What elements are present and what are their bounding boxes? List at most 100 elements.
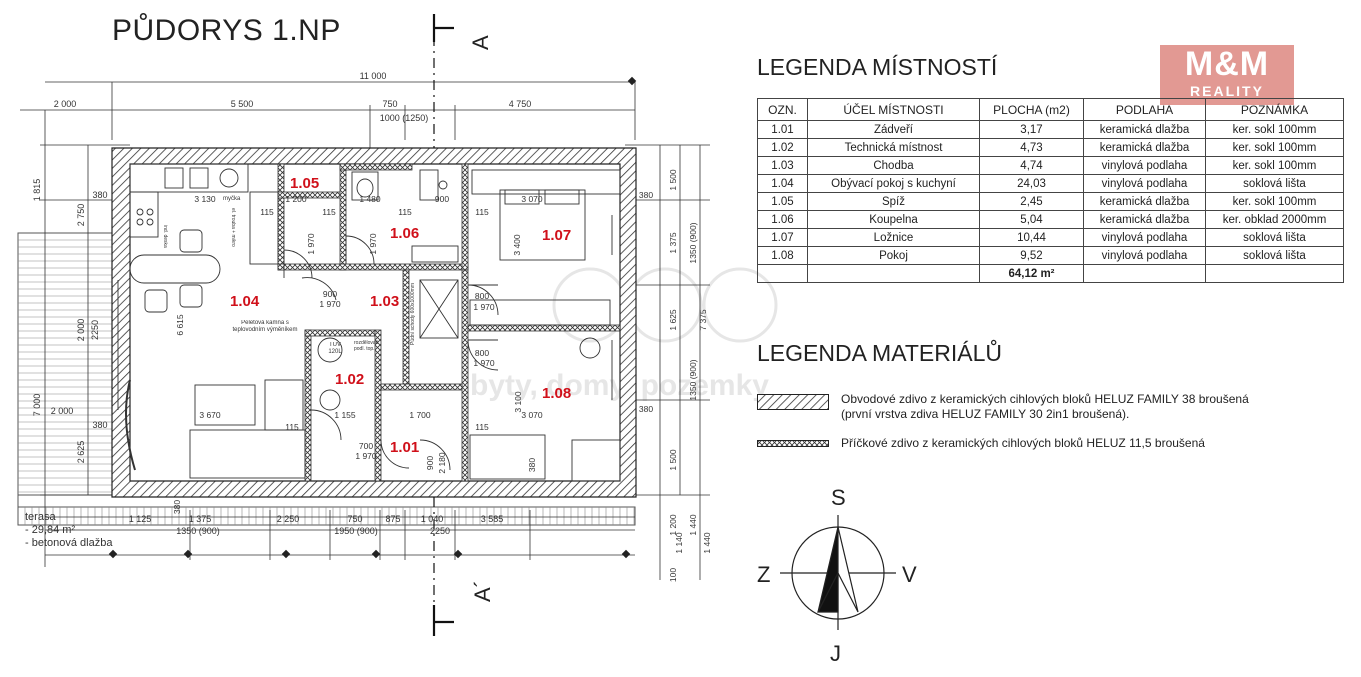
dimension-text: 3 070 <box>521 410 543 420</box>
table-header-row: OZN. ÚČEL MÍSTNOSTI PLOCHA (m2) PODLAHA … <box>757 98 1344 121</box>
dimension-text: 5 500 <box>231 99 254 109</box>
cell-floor: keramická dlažba <box>1083 192 1206 211</box>
dimension-text: 380 <box>639 190 653 200</box>
dimension-text: 1 970 <box>473 358 495 368</box>
compass-south-label: J <box>830 641 841 666</box>
dimension-text: 1 480 <box>359 194 381 204</box>
dimension-text: 1350 (900) <box>688 359 698 400</box>
cell-note: soklová lišta <box>1205 246 1344 265</box>
dimension-text: 380 <box>172 500 182 514</box>
cell-area: 9,52 <box>979 246 1084 265</box>
dimension-text: 100 <box>668 568 678 582</box>
dimension-text: 1 155 <box>334 410 356 420</box>
cell-purpose: Ložnice <box>807 228 980 247</box>
cell-floor: vinylová podlaha <box>1083 246 1206 265</box>
dimension-text: 115 <box>285 422 299 432</box>
cell-note: ker. sokl 100mm <box>1205 138 1344 157</box>
cell-purpose: Obývací pokoj s kuchyní <box>807 174 980 193</box>
cell-code: 1.06 <box>757 210 808 229</box>
compass <box>780 515 896 630</box>
room-label: 1.06 <box>390 225 419 242</box>
cell-code: 1.07 <box>757 228 808 247</box>
dimension-text: 3 100 <box>513 391 523 413</box>
dimension-text: 380 <box>527 458 537 472</box>
fixture-label-stove: Peletová kamna s teplovodním výměníkem <box>232 320 297 333</box>
dimension-text: 3 585 <box>481 514 504 524</box>
dimension-text: 1 970 <box>368 233 378 255</box>
dimension-text: 1 375 <box>189 514 212 524</box>
exterior-wall-swatch <box>757 394 829 410</box>
dimension-text: 115 <box>475 422 489 432</box>
dimension-text: 2 000 <box>51 406 74 416</box>
dimension-text: 1000 (1250) <box>380 113 429 123</box>
dimension-text: 1 970 <box>355 451 377 461</box>
dimension-text: 2 750 <box>76 204 86 227</box>
material-exterior-line2: (první vrstva zdiva HELUZ FAMILY 30 2in1… <box>841 407 1130 421</box>
cell-floor: vinylová podlaha <box>1083 228 1206 247</box>
cell-code: 1.03 <box>757 156 808 175</box>
dimension-text: 1350 (900) <box>176 526 220 536</box>
terrace-area: - 29,84 m² <box>25 524 75 536</box>
empty-cell <box>1083 264 1206 283</box>
dimension-text: 1 970 <box>306 233 316 255</box>
doors <box>283 235 499 471</box>
material-item-partition: Příčkové zdivo z keramických cihlových b… <box>757 436 1205 451</box>
material-exterior-line1: Obvodové zdivo z keramických cihlových b… <box>841 392 1249 406</box>
cell-area: 5,04 <box>979 210 1084 229</box>
dimension-text: 1 140 <box>674 532 684 554</box>
cell-code: 1.01 <box>757 120 808 139</box>
header-note: POZNÁMKA <box>1205 98 1344 121</box>
cell-area: 24,03 <box>979 174 1084 193</box>
fixture-label-induction: ind. deska <box>162 225 168 248</box>
empty-cell <box>757 264 808 283</box>
room-label: 1.08 <box>542 385 571 402</box>
dimension-text: 115 <box>260 207 274 217</box>
cell-code: 1.05 <box>757 192 808 211</box>
dimension-text: 380 <box>639 404 653 414</box>
dimension-text: 900 <box>435 194 449 204</box>
room-label: 1.05 <box>290 175 319 192</box>
cell-area: 4,73 <box>979 138 1084 157</box>
cell-code: 1.04 <box>757 174 808 193</box>
room-label: 1.07 <box>542 227 571 244</box>
room-label: 1.03 <box>370 293 399 310</box>
cell-area: 3,17 <box>979 120 1084 139</box>
section-arrows <box>432 14 454 636</box>
dimension-text: 750 <box>347 514 362 524</box>
section-mark-bottom: A´ <box>470 580 495 602</box>
material-legend-title: LEGENDA MATERIÁLŮ <box>757 340 1002 366</box>
dimension-text: 900 <box>425 456 435 470</box>
cell-purpose: Koupelna <box>807 210 980 229</box>
dimension-text: 115 <box>322 207 336 217</box>
dimension-text: 1 970 <box>473 302 495 312</box>
empty-cell <box>1205 264 1344 283</box>
fixture-label-dishwasher: myčka <box>223 196 241 202</box>
dimension-text: 800 <box>475 291 489 301</box>
compass-west-label: Z <box>757 562 770 587</box>
cell-floor: keramická dlažba <box>1083 120 1206 139</box>
dimension-text: 1 625 <box>668 309 678 331</box>
dimension-text: 1 040 <box>421 514 444 524</box>
cell-purpose: Pokoj <box>807 246 980 265</box>
cell-code: 1.02 <box>757 138 808 157</box>
interior-partitions <box>277 163 621 482</box>
furniture <box>117 163 621 482</box>
dimension-text: 2 180 <box>437 452 447 474</box>
cell-area: 2,45 <box>979 192 1084 211</box>
partition-wall-swatch <box>757 440 829 447</box>
dimension-text: 1950 (900) <box>334 526 378 536</box>
compass-east-label: V <box>902 562 917 587</box>
cell-floor: keramická dlažba <box>1083 210 1206 229</box>
fixture-label-manifold: rozdělovač podl. top. <box>354 340 378 352</box>
dimension-text: 4 750 <box>509 99 532 109</box>
cell-purpose: Zádveří <box>807 120 980 139</box>
dimension-text: 1 200 <box>668 514 678 536</box>
table-total-row: 64,12 m² <box>757 264 1344 283</box>
cell-purpose: Spíž <box>807 192 980 211</box>
logo-mark: M&M <box>1184 45 1270 83</box>
dimension-text: 1 970 <box>319 299 341 309</box>
